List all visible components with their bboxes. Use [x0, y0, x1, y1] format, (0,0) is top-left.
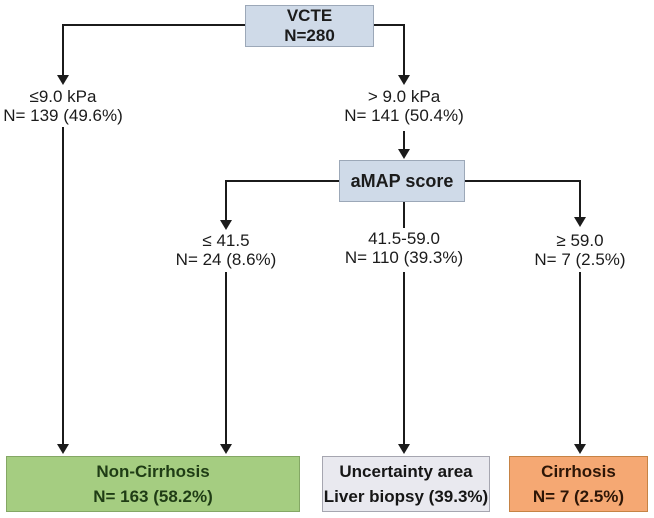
- outcome-uncertainty-label: Uncertainty area: [339, 462, 473, 481]
- connector-root-right-vertical: [403, 24, 405, 75]
- connector-amap-middle-vertical: [403, 202, 405, 228]
- connector-amap-right-vertical: [579, 180, 581, 218]
- outcome-non-cirrhosis-count: N= 163 (58.2%): [93, 487, 213, 506]
- connector-low-to-noncirrhosis: [62, 127, 64, 445]
- branch-amap-mid-count: N= 110 (39.3%): [344, 248, 464, 267]
- connector-root-left-horizontal: [63, 24, 245, 26]
- node-amap-label: aMAP score: [350, 171, 454, 191]
- connector-amapmid-to-uncertainty: [403, 272, 405, 445]
- branch-vcte-low: ≤9.0 kPa N= 139 (49.6%): [0, 87, 143, 125]
- branch-amap-high-count: N= 7 (2.5%): [534, 250, 626, 269]
- branch-vcte-low-criterion: ≤9.0 kPa: [29, 87, 97, 106]
- arrowhead-down-icon: [57, 444, 69, 454]
- connector-to-amap: [403, 131, 405, 151]
- connector-amaphigh-to-cirrhosis: [579, 272, 581, 445]
- outcome-cirrhosis: Cirrhosis N= 7 (2.5%): [509, 456, 648, 512]
- branch-amap-mid: 41.5-59.0 N= 110 (39.3%): [324, 229, 484, 267]
- connector-amap-right-horizontal: [465, 180, 580, 182]
- connector-amaplow-to-noncirrhosis: [225, 272, 227, 445]
- arrowhead-down-icon: [398, 75, 410, 85]
- branch-amap-low-criterion: ≤ 41.5: [202, 231, 250, 250]
- branch-amap-mid-criterion: 41.5-59.0: [368, 229, 440, 248]
- arrowhead-down-icon: [398, 444, 410, 454]
- branch-vcte-low-count: N= 139 (49.6%): [3, 106, 123, 125]
- arrowhead-down-icon: [398, 149, 410, 159]
- arrowhead-down-icon: [220, 444, 232, 454]
- arrowhead-down-icon: [574, 217, 586, 227]
- branch-vcte-high-criterion: > 9.0 kPa: [367, 87, 441, 106]
- node-vcte-title: VCTE: [286, 6, 333, 25]
- connector-root-right-horizontal: [374, 24, 405, 26]
- node-vcte-count: N=280: [284, 26, 335, 45]
- branch-amap-high: ≥ 59.0 N= 7 (2.5%): [500, 231, 654, 269]
- branch-amap-low: ≤ 41.5 N= 24 (8.6%): [146, 231, 306, 269]
- arrowhead-down-icon: [57, 75, 69, 85]
- connector-amap-left-horizontal: [226, 180, 339, 182]
- connector-amap-left-vertical: [225, 180, 227, 221]
- branch-vcte-high-count: N= 141 (50.4%): [344, 106, 464, 125]
- arrowhead-down-icon: [574, 444, 586, 454]
- outcome-uncertainty-area: Uncertainty area Liver biopsy (39.3%): [322, 456, 490, 512]
- arrowhead-down-icon: [220, 220, 232, 230]
- branch-vcte-high: > 9.0 kPa N= 141 (50.4%): [324, 87, 484, 125]
- connector-root-left-vertical: [62, 24, 64, 75]
- outcome-cirrhosis-count: N= 7 (2.5%): [532, 487, 625, 506]
- node-amap-score: aMAP score: [339, 160, 465, 202]
- branch-amap-low-count: N= 24 (8.6%): [175, 250, 277, 269]
- outcome-non-cirrhosis: Non-Cirrhosis N= 163 (58.2%): [6, 456, 300, 512]
- outcome-uncertainty-count: Liver biopsy (39.3%): [323, 487, 489, 506]
- branch-amap-high-criterion: ≥ 59.0: [556, 231, 604, 250]
- outcome-non-cirrhosis-label: Non-Cirrhosis: [96, 462, 210, 481]
- node-vcte: VCTE N=280: [245, 5, 374, 47]
- outcome-cirrhosis-label: Cirrhosis: [541, 462, 616, 481]
